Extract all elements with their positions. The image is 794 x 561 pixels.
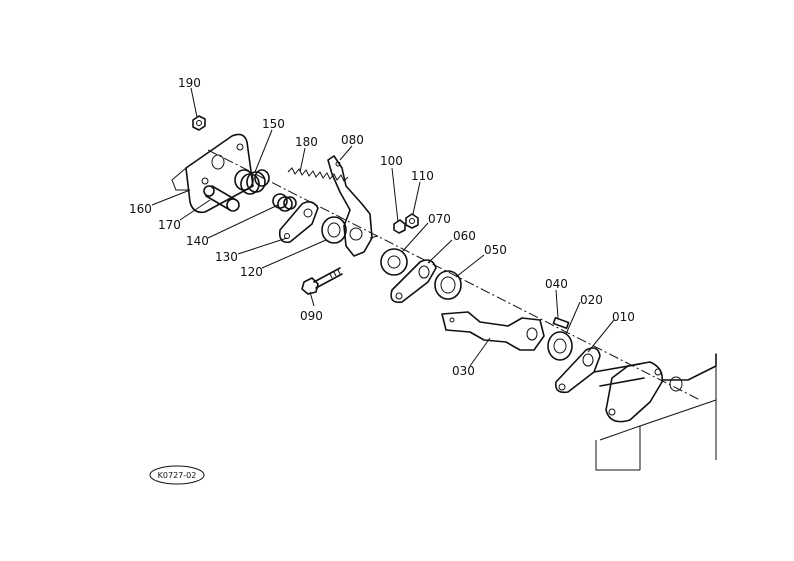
part-150-spring — [234, 169, 270, 195]
label-160: 160 — [129, 202, 152, 216]
label-110: 110 — [411, 169, 434, 183]
label-080: 080 — [341, 133, 364, 147]
part-170-pin — [203, 185, 240, 212]
label-020: 020 — [580, 293, 603, 307]
label-100: 100 — [380, 154, 403, 168]
part-160-bracket — [171, 133, 254, 214]
label-090: 090 — [300, 309, 323, 323]
label-170: 170 — [158, 218, 181, 232]
assembly-centerline — [207, 149, 701, 401]
part-080-lever — [327, 155, 379, 257]
label-190: 190 — [178, 76, 201, 90]
label-140: 140 — [186, 234, 209, 248]
part-140-small-spring — [272, 193, 297, 212]
label-030: 030 — [452, 364, 475, 378]
part-040-key — [552, 316, 570, 330]
part-050-washer — [434, 270, 462, 300]
label-050: 050 — [484, 243, 507, 257]
drawing-code-stamp: K0727-02 — [149, 465, 205, 485]
label-040: 040 — [545, 277, 568, 291]
label-010: 010 — [612, 310, 635, 324]
label-130: 130 — [215, 250, 238, 264]
housing-shaft — [593, 353, 717, 471]
part-090-bolt — [301, 267, 343, 295]
label-180: 180 — [295, 135, 318, 149]
part-190-nut — [192, 115, 206, 131]
label-070: 070 — [428, 212, 451, 226]
part-110-nut — [405, 213, 419, 229]
part-100-nut — [393, 219, 406, 234]
drawing-code-text: K0727-02 — [158, 471, 197, 480]
part-180-long-spring — [287, 167, 349, 182]
part-120-washer — [321, 216, 347, 244]
part-010-plate — [554, 347, 601, 394]
leader-lines — [151, 87, 615, 367]
label-150: 150 — [262, 117, 285, 131]
label-060: 060 — [453, 229, 476, 243]
part-030-arm — [441, 311, 545, 351]
label-120: 120 — [240, 265, 263, 279]
part-020-washer — [547, 331, 573, 361]
part-070-washer — [380, 248, 408, 276]
